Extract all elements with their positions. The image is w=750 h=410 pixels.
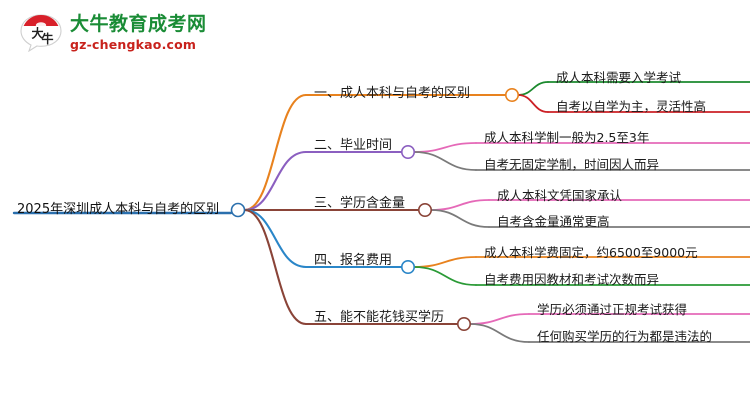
leaf-2-1-curve xyxy=(413,142,477,153)
leaf-4-1-label: 成人本科学费固定，约6500至9000元 xyxy=(484,245,698,260)
branch-3-label: 三、学历含金量 xyxy=(314,196,406,211)
leaf-5-1-curve xyxy=(469,313,530,325)
branch-2-label: 二、毕业时间 xyxy=(314,138,393,153)
leaf-2-2-curve xyxy=(413,151,477,171)
leaf-3-1-label: 成人本科文凭国家承认 xyxy=(497,188,623,203)
leaf-1-2-label: 自考以自学为主，灵活性高 xyxy=(556,99,707,114)
leaf-4-2-label: 自考费用因教材和考试次数而异 xyxy=(484,272,660,287)
leaf-5-2-curve xyxy=(469,323,530,343)
branch-4-curve xyxy=(243,208,308,269)
branch-5-hub-connector[interactable] xyxy=(456,316,471,331)
leaf-3-2-curve xyxy=(430,209,490,228)
branch-2-hub-connector[interactable] xyxy=(400,145,415,160)
svg-text:大: 大 xyxy=(32,26,44,41)
svg-text:牛: 牛 xyxy=(42,31,54,46)
leaf-1-1-label: 成人本科需要入学考试 xyxy=(556,70,682,85)
branch-5-curve xyxy=(243,208,308,326)
speech-bubble-logo-icon: 大 牛 xyxy=(19,12,63,53)
leaf-1-2-curve xyxy=(517,94,549,113)
branch-4-hub-connector[interactable] xyxy=(400,259,415,274)
leaf-3-1-curve xyxy=(430,199,490,211)
brand-text-block: 大牛教育成考网 gz-chengkao.com xyxy=(70,13,207,53)
leaf-2-1-label: 成人本科学制一般为2.5至3年 xyxy=(484,130,650,145)
branch-4-label: 四、报名费用 xyxy=(314,253,393,268)
brand-domain: gz-chengkao.com xyxy=(70,37,197,52)
leaf-4-2-curve xyxy=(413,266,477,286)
root-node-label: 2025年深圳成人本科与自考的区别 xyxy=(17,202,220,217)
root-hub-connector[interactable] xyxy=(230,202,246,218)
leaf-1-1-curve xyxy=(517,81,549,96)
branch-1-curve xyxy=(243,93,308,212)
leaf-4-1-curve xyxy=(413,256,477,268)
leaf-3-2-label: 自考含金量通常更高 xyxy=(497,214,610,229)
branch-5-label: 五、能不能花钱买学历 xyxy=(314,310,445,325)
branch-1-label: 一、成人本科与自考的区别 xyxy=(314,86,471,101)
branch-1-hub-connector[interactable] xyxy=(504,88,519,103)
site-header: 大 牛 大牛教育成考网 gz-chengkao.com xyxy=(0,0,750,62)
brand-title: 大牛教育成考网 xyxy=(70,13,207,35)
leaf-2-2-label: 自考无固定学制，时间因人而异 xyxy=(484,157,660,172)
branch-2-curve xyxy=(243,150,308,212)
leaf-5-2-label: 任何购买学历的行为都是违法的 xyxy=(537,329,713,344)
leaf-5-1-label: 学历必须通过正规考试获得 xyxy=(537,302,688,317)
branch-3-hub-connector[interactable] xyxy=(417,203,432,218)
